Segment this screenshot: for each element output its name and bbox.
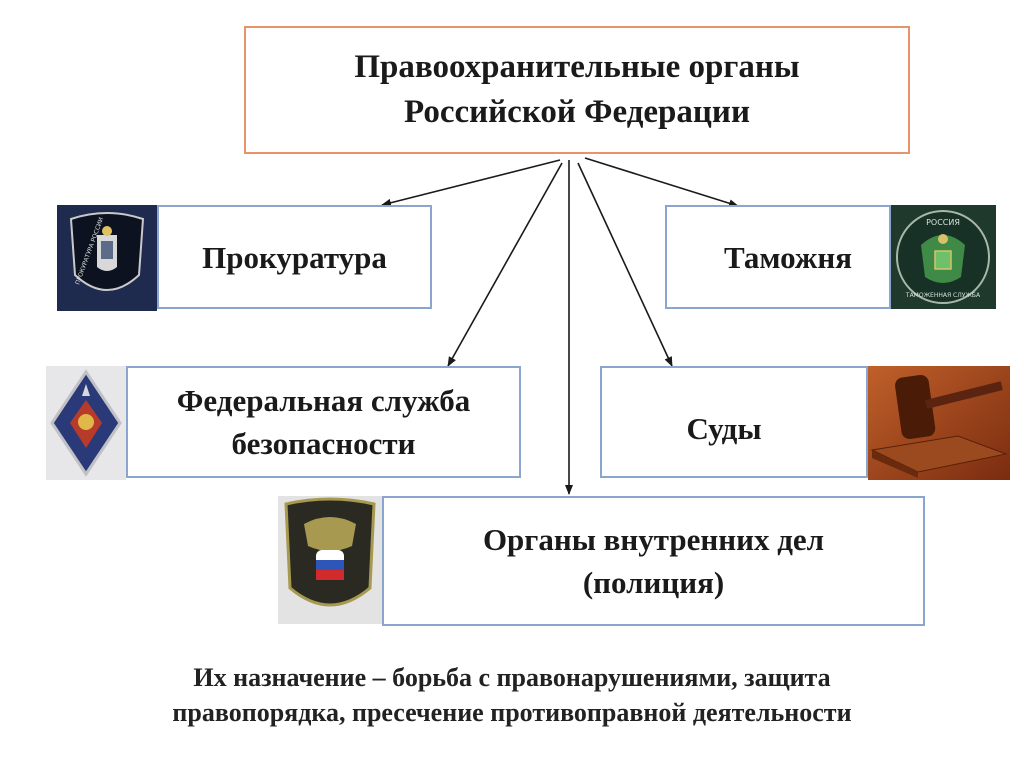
arrow-to-prokuratura [381, 159, 561, 207]
node-police: Органы внутренних дел (полиция) [382, 496, 925, 626]
title-line-2: Российской Федерации [404, 94, 750, 130]
purpose-line-1: Их назначение – борьба с правонарушениям… [193, 663, 831, 692]
node-fsb-label-2: безопасности [231, 426, 416, 461]
node-fsb-label-1: Федеральная служба [176, 383, 471, 418]
node-prokuratura: Прокуратура [157, 205, 432, 309]
prosecutor-patch-icon: ПРОКУРАТУРА РОССИИ [57, 205, 157, 311]
node-customs-label: Таможня [724, 239, 852, 275]
node-customs: Таможня [665, 205, 891, 309]
node-courts-label: Суды [686, 410, 762, 446]
node-prokuratura-label: Прокуратура [202, 239, 387, 275]
customs-patch-icon: РОССИЯ ТАМОЖЕННАЯ СЛУЖБА [891, 205, 996, 309]
police-patch-icon [278, 496, 382, 624]
node-fsb: Федеральная служба безопасности [126, 366, 521, 478]
gavel-icon [868, 366, 1010, 480]
purpose-text: Их назначение – борьба с правонарушениям… [40, 660, 984, 730]
customs-patch-bottom-text: ТАМОЖЕННАЯ СЛУЖБА [905, 292, 981, 299]
purpose-line-2: правопорядка, пресечение противоправной … [172, 698, 852, 727]
node-courts: Суды [600, 366, 868, 478]
node-police-label-1: Органы внутренних дел [482, 522, 825, 557]
customs-patch-top-text: РОССИЯ [926, 218, 960, 227]
title-box: Правоохранительные органы Российской Фед… [244, 26, 910, 154]
title-line-1: Правоохранительные органы [354, 49, 800, 85]
arrow-to-courts [577, 162, 673, 367]
node-police-label-2: (полиция) [582, 565, 725, 600]
arrow-to-customs [584, 157, 739, 208]
fsb-badge-icon [46, 366, 126, 480]
arrow-to-fsb [447, 162, 563, 367]
